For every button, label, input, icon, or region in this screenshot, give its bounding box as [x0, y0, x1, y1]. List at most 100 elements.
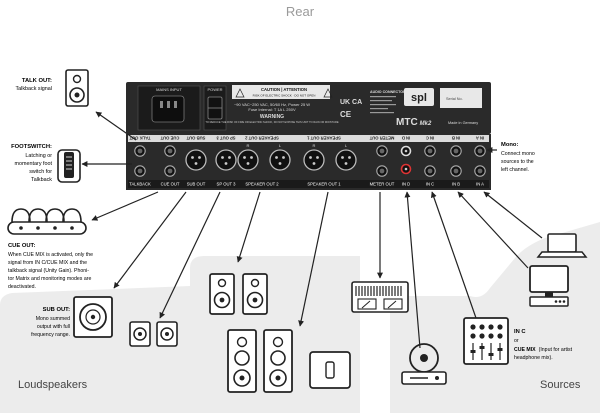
sub-out-line: frequency range. — [31, 332, 70, 338]
speaker-out1-xlr-r[interactable] — [335, 149, 357, 171]
callout-in-c: IN C or CUE MIX(Input for artist headpho… — [514, 329, 573, 361]
arrow-in-b — [457, 191, 529, 269]
talk-out-title: TALK OUT: — [22, 78, 52, 84]
bar-label-cue-out: CUE OUT — [161, 182, 180, 187]
device-rear-panel: MAINS INPUT POWER CAUTION | ATTENTION RI… — [126, 82, 491, 190]
footswitch-line: momentary foot — [15, 161, 53, 167]
bar-label-talkback: TALKBACK — [129, 182, 151, 187]
channel-label: R — [313, 143, 316, 148]
cue-out-line: signal from IN C/CUE MIX and the — [8, 260, 87, 266]
large-speaker-pair-icon — [227, 329, 293, 393]
small-speaker-pair-icon — [129, 321, 178, 347]
mono-line: sources to the — [501, 159, 534, 165]
talk-out-jack[interactable] — [134, 145, 146, 157]
arrows — [81, 111, 543, 349]
sub-out-line: output with full — [37, 324, 70, 330]
audio-connectors-label: AUDIO CONNECTORS — [370, 90, 409, 94]
speaker-out2-xlr-r[interactable] — [269, 149, 291, 171]
sub-out-title: SUB OUT: — [43, 307, 70, 313]
cue-out-jack-l[interactable] — [164, 145, 176, 157]
mono-line: Connect mono — [501, 151, 535, 157]
spl-logo-text: spl — [411, 92, 427, 104]
bar-label-in-c: IN C — [426, 182, 434, 187]
desktop-computer-icon — [529, 265, 569, 307]
arrow-in-c — [430, 191, 477, 319]
arrow-sp-out3 — [159, 191, 221, 319]
in-c-jack-l[interactable] — [424, 145, 436, 157]
arrow-speaker-out2 — [236, 191, 261, 263]
mixer-icon — [463, 317, 509, 365]
footswitch-line: Latching or — [25, 153, 52, 159]
arrow-in-a — [483, 191, 543, 239]
ce-mark: CE — [340, 110, 352, 119]
subwoofer-icon — [73, 296, 113, 338]
spl-logo — [404, 88, 434, 106]
bar-label-sp-out3: SP OUT 3 — [217, 182, 237, 187]
in-a-jack-r[interactable] — [474, 165, 486, 177]
cue-out-title: CUE OUT: — [8, 243, 35, 249]
footswitch-title: FOOTSWITCH: — [11, 144, 52, 150]
talkback-speaker-icon — [65, 69, 89, 107]
callout-mono: Mono: Connect mono sources to the left c… — [501, 142, 535, 173]
sub-out-line: Mono summed — [36, 316, 70, 322]
ukca-mark: UK CA — [340, 99, 362, 106]
cue-out-jack-r[interactable] — [164, 165, 176, 177]
warning-title: WARNING — [260, 114, 284, 120]
arrow-speaker-out1 — [298, 191, 329, 327]
in-b-jack-r[interactable] — [450, 165, 462, 177]
caution-title: CAUTION | ATTENTION — [261, 87, 307, 92]
cue-out-line: When CUE MIX is activated, only the — [8, 252, 93, 258]
level-meter-icon — [351, 281, 409, 313]
meter-out-jack-l[interactable] — [376, 145, 388, 157]
jack-label-talk-out: TALK OUT — [129, 136, 150, 141]
in-c-or: or — [514, 338, 519, 344]
meter-out-jack-r[interactable] — [376, 165, 388, 177]
speaker-out2-xlr-l[interactable] — [237, 149, 259, 171]
jack-label-in-d: IN D — [402, 136, 410, 141]
footswitch-icon — [57, 149, 81, 183]
callout-cue-out: CUE OUT: When CUE MIX is activated, only… — [8, 243, 93, 290]
arrow-cue-out — [91, 191, 159, 221]
headphone-distributor-icon — [7, 208, 87, 235]
jack-label-cue-out: CUE OUT — [160, 136, 179, 141]
in-d-rca-l[interactable] — [400, 145, 412, 157]
jack-label-in-b: IN B — [452, 136, 460, 141]
caution-label-block: CAUTION | ATTENTION RISK OF ELECTRIC SHO… — [232, 85, 333, 99]
mono-speaker-icon — [309, 351, 351, 389]
bar-label-in-d: IN D — [402, 182, 410, 187]
sub-out-xlr[interactable] — [185, 149, 207, 171]
talk-out-text: Talkback signal — [15, 86, 52, 92]
jack-label-in-c: IN C — [426, 136, 434, 141]
jack-label-speaker-out2: SPEAKER OUT 2 — [244, 136, 278, 141]
serial-label: Serial No. — [446, 97, 463, 101]
arrow-talk-out — [95, 111, 137, 141]
callout-talk-out: TALK OUT: Talkback signal — [15, 78, 52, 92]
made-in-label: Made in Germany — [448, 121, 478, 125]
speaker-out1-xlr-l[interactable] — [303, 149, 325, 171]
callout-sub-out: SUB OUT: Mono summed output with full fr… — [31, 307, 70, 338]
footswitch-jack[interactable] — [134, 165, 146, 177]
in-b-jack-l[interactable] — [450, 145, 462, 157]
in-a-jack-l[interactable] — [474, 145, 486, 157]
section-loudspeakers: Loudspeakers — [18, 379, 88, 391]
in-c-jack-r[interactable] — [424, 165, 436, 177]
cue-out-line: deactivated. — [8, 284, 36, 290]
mains-input-label: MAINS INPUT — [156, 87, 182, 92]
in-c-note: headphone mix). — [514, 355, 553, 361]
sp-out3-xlr[interactable] — [215, 149, 237, 171]
jack-label-in-a: IN A — [476, 136, 484, 141]
bar-label-speaker-out2: SPEAKER OUT 2 — [245, 182, 279, 187]
in-d-rca-r[interactable] — [400, 163, 412, 175]
warning-text: TO REDUCE THE RISK OF FIRE OR ELECTRIC S… — [205, 120, 339, 124]
in-c-cue-mix: CUE MIX(Input for artist — [514, 347, 573, 353]
caution-sub: RISK OF ELECTRIC SHOCK · DO NOT OPEN — [253, 94, 316, 98]
channel-label: L — [279, 143, 282, 148]
mains-socket[interactable] — [151, 95, 185, 123]
turntable-icon — [401, 343, 447, 385]
bar-label-meter-out: METER OUT — [370, 182, 395, 187]
bar-label-in-b: IN B — [452, 182, 460, 187]
arrow-sub-out — [113, 191, 187, 289]
nearfield-speaker-pair-icon — [209, 273, 268, 315]
